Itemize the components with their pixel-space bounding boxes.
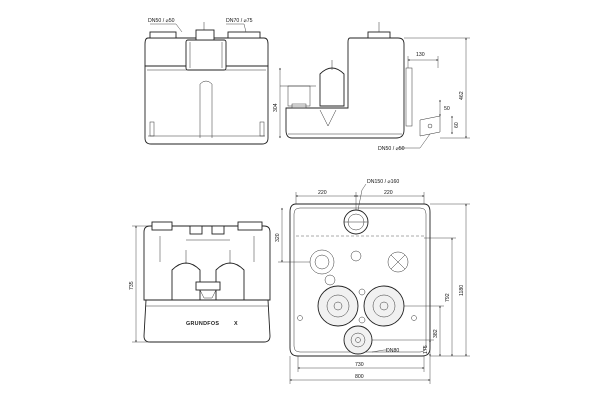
dim-50: 50 [444,106,450,112]
bottom-plan-view: DN150 / ⌀160 220 220 320 1180 792 382 17… [275,179,470,384]
label-dn50-front: DN50 / ⌀50 [148,18,175,24]
dim-320: 320 [275,233,281,242]
label-dn80: DN80 [386,348,399,354]
dim-462: 462 [459,91,465,100]
top-front-view: DN50 / ⌀50 DN70 / ⌀75 [144,18,269,145]
dim-175: 175 [423,345,429,354]
dim-735: 735 [129,281,135,290]
brand-mark: X [234,321,238,327]
dim-1180: 1180 [459,285,465,296]
label-dn150: DN150 / ⌀160 [367,179,399,185]
dim-382: 382 [433,329,439,338]
brand-name: GRUNDFOS [186,321,219,327]
dim-792: 792 [445,293,451,302]
dim-220-left: 220 [318,190,327,196]
top-side-view: 130 462 304 50 60 DN50 / ⌀50 [273,22,470,152]
dim-130: 130 [416,52,425,58]
label-dn50-side: DN50 / ⌀50 [378,146,405,152]
dim-730: 730 [355,362,364,368]
dim-220-right: 220 [384,190,393,196]
bottom-front-view: 735 GRUNDFOS X [129,221,271,343]
label-dn70-front: DN70 / ⌀75 [226,18,253,24]
dim-304: 304 [273,103,279,112]
dim-60: 60 [454,122,460,128]
dim-800: 800 [355,374,364,380]
